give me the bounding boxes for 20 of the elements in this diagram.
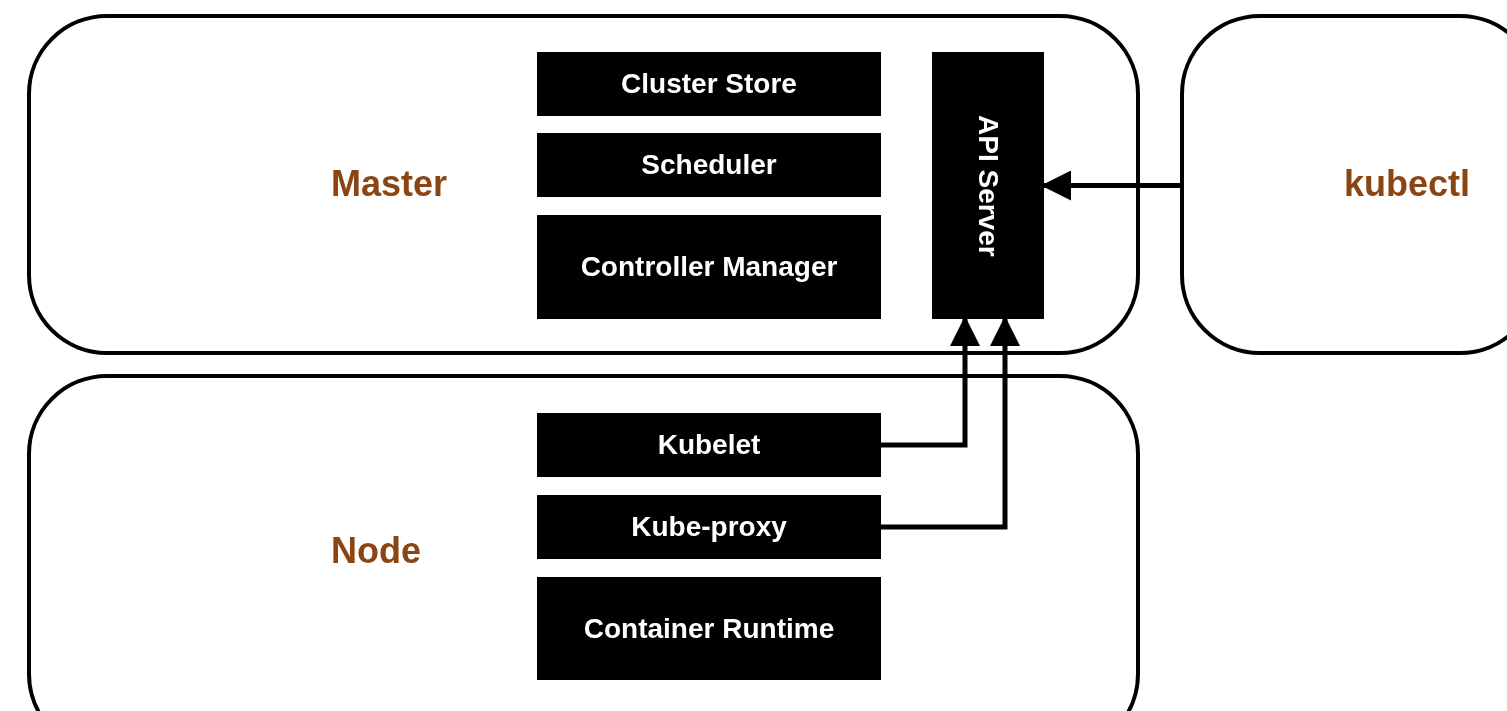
component-label: Controller Manager: [580, 253, 838, 281]
component-label: API Server: [974, 114, 1002, 257]
component-label: Kubelet: [657, 431, 761, 459]
component-box: [932, 52, 1044, 319]
group-container: [27, 14, 1140, 355]
component-label: Container Runtime: [583, 614, 835, 643]
component-box: [537, 577, 881, 680]
group-container: [27, 374, 1140, 711]
group-label: Master: [331, 166, 448, 202]
component-label: Cluster Store: [621, 70, 797, 98]
component-box: [537, 413, 881, 477]
client-container: [1180, 14, 1507, 355]
component-box: [537, 495, 881, 559]
component-label: Scheduler: [641, 151, 777, 179]
component-box: [537, 52, 881, 116]
group-label: kubectl: [1344, 166, 1471, 202]
component-box: [537, 215, 881, 319]
component-label: Kube-proxy: [631, 513, 787, 541]
component-box: [537, 133, 881, 197]
group-label: Node: [331, 533, 421, 569]
